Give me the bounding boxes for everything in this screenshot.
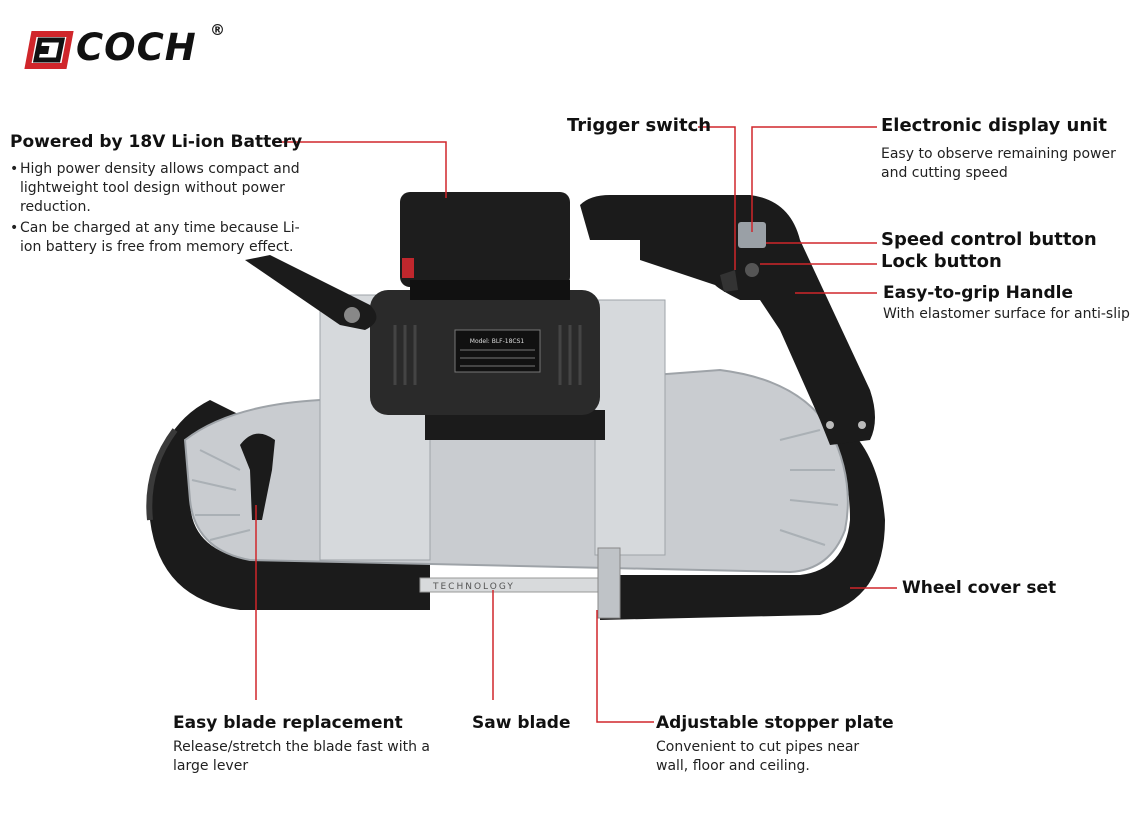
leader-trigger: [698, 126, 736, 270]
blade-release-lever: [240, 433, 275, 520]
battery-pack: [400, 192, 570, 287]
saw-blade-callout-title: Saw blade: [472, 713, 571, 733]
battery-callout-bullets: High power density allows compact and li…: [10, 160, 320, 259]
trigger: [720, 270, 738, 292]
battery-callout-title: Powered by 18V Li-ion Battery: [10, 132, 303, 152]
frame-ribs: [191, 429, 839, 546]
handle-callout-title: Easy-to-grip Handle: [883, 283, 1073, 303]
lock-button: [745, 263, 759, 277]
leader-stopper: [596, 610, 654, 723]
battery-bullet-2: Can be charged at any time because Li-io…: [10, 219, 320, 257]
speed-callout-title: Speed control button: [881, 229, 1097, 250]
wheel-callout-title: Wheel cover set: [902, 578, 1057, 598]
leader-lines: [255, 126, 897, 723]
blade-replacement-callout-title: Easy blade replacement: [173, 713, 403, 733]
stopper-plate: [597, 547, 621, 619]
blade-text: TECHNOLOGY: [432, 582, 515, 592]
motor-vents: [393, 325, 582, 385]
wheel-cover-left: [146, 400, 430, 610]
logo-mark-icon: [24, 31, 74, 69]
nameplate: [454, 329, 541, 373]
handle: [580, 195, 875, 445]
right-column: [594, 299, 666, 556]
leader-battery: [274, 141, 447, 198]
handle-callout-desc: With elastomer surface for anti-slip: [883, 306, 1130, 322]
stopper-callout-title: Adjustable stopper plate: [656, 713, 894, 733]
registered-mark: ®: [210, 21, 225, 39]
lock-callout-title: Lock button: [881, 251, 1002, 272]
trigger-callout-title: Trigger switch: [567, 115, 712, 136]
wheel-cover-right: [600, 430, 885, 620]
battery-bullet-1: High power density allows compact and li…: [10, 160, 320, 217]
leader-display: [751, 126, 877, 232]
brand-logo: COCH ®: [24, 20, 244, 76]
brand-name: COCH: [76, 26, 197, 69]
stopper-callout-desc: Convenient to cut pipes near wall, floor…: [656, 739, 860, 774]
top-lever: [245, 255, 377, 330]
display-callout-desc: Easy to observe remaining power and cutt…: [881, 146, 1116, 181]
nameplate-model: Model: BLF-18CS1: [470, 338, 525, 345]
blade-replacement-callout-desc: Release/stretch the blade fast with a la…: [173, 739, 430, 774]
display-callout-title: Electronic display unit: [881, 115, 1107, 136]
display-unit: [738, 222, 766, 248]
